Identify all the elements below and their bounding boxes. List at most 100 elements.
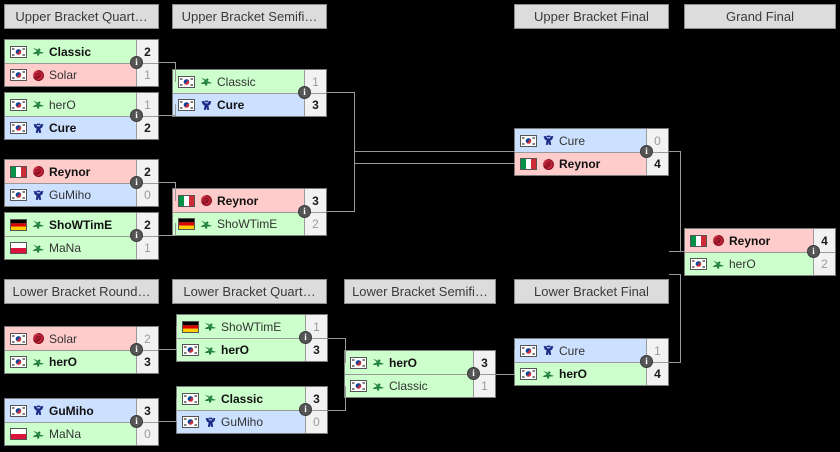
player-name[interactable]: Cure [217,98,245,112]
match-opponent-row[interactable]: ShoWTimE 2 [173,212,326,235]
player-name[interactable]: GuMiho [221,415,264,429]
round-header-lbsf[interactable]: Lower Bracket Semifi… [344,279,496,304]
connector-line [680,151,681,251]
player-name[interactable]: MaNa [49,427,82,441]
player-name[interactable]: Cure [49,121,77,135]
player-name[interactable]: herO [221,343,250,357]
match-info-icon[interactable]: i [130,56,143,69]
round-header-gf[interactable]: Grand Final [684,4,836,29]
player-name[interactable]: herO [49,97,76,112]
flag-icon-it [520,158,537,170]
flag-icon-kr [10,122,27,134]
round-header-lbr1[interactable]: Lower Bracket Round… [4,279,159,304]
connector-line [328,410,346,411]
player-name[interactable]: Classic [49,44,92,59]
match-info-icon[interactable]: i [807,245,820,258]
match-info-icon[interactable]: i [298,205,311,218]
race-icon-protoss [31,218,45,232]
player-name[interactable]: herO [729,257,756,271]
flag-icon-kr [350,380,367,392]
player-name[interactable]: Solar [49,331,78,346]
round-header-lbf[interactable]: Lower Bracket Final [514,279,669,304]
player-name[interactable]: Reynor [729,233,771,248]
player-name[interactable]: Classic [217,74,256,89]
round-header-ubsf[interactable]: Upper Bracket Semifi… [172,4,327,29]
match-opponent-row[interactable]: herO 1 [5,93,158,116]
race-icon-zerg [199,194,213,208]
player-name[interactable]: Reynor [217,193,259,208]
player-name[interactable]: Reynor [49,164,91,179]
match-info-icon[interactable]: i [298,86,311,99]
match-info-icon[interactable]: i [299,331,312,344]
player-name[interactable]: herO [49,355,78,369]
player-name[interactable]: Solar [49,68,78,82]
match-info-icon[interactable]: i [130,109,143,122]
player-name[interactable]: herO [559,367,588,381]
round-header-lbqf[interactable]: Lower Bracket Quart… [172,279,327,304]
match-score: 1 [136,93,158,116]
player-name[interactable]: Classic [389,379,428,393]
match-info-icon[interactable]: i [467,367,480,380]
match-info-icon[interactable]: i [130,415,143,428]
match-info-icon[interactable]: i [130,343,143,356]
round-header-ubqf[interactable]: Upper Bracket Quart… [4,4,159,29]
round-header-ubf[interactable]: Upper Bracket Final [514,4,669,29]
match-info-icon[interactable]: i [130,229,143,242]
connector-line [669,362,681,363]
match-score: 2 [304,213,326,235]
match-info-icon[interactable]: i [640,355,653,368]
match-info-icon[interactable]: i [299,403,312,416]
player-name[interactable]: ShoWTimE [49,217,113,232]
player-name[interactable]: GuMiho [49,188,92,202]
player-name[interactable]: Cure [559,133,586,148]
player-name[interactable]: Cure [559,343,586,358]
race-icon-protoss [203,343,217,357]
player-name[interactable]: MaNa [49,241,82,255]
match-info-icon[interactable]: i [130,176,143,189]
player-name[interactable]: ShoWTimE [221,319,282,334]
race-icon-terran [31,121,45,135]
player-name[interactable]: GuMiho [49,403,94,418]
match-info-icon[interactable]: i [640,145,653,158]
player-name[interactable]: herO [389,355,418,370]
player-name[interactable]: Classic [221,391,264,406]
flag-icon-kr [10,98,27,111]
player-name[interactable]: Reynor [559,157,601,171]
flag-icon-kr [182,416,199,428]
player-name[interactable]: ShoWTimE [217,217,278,231]
